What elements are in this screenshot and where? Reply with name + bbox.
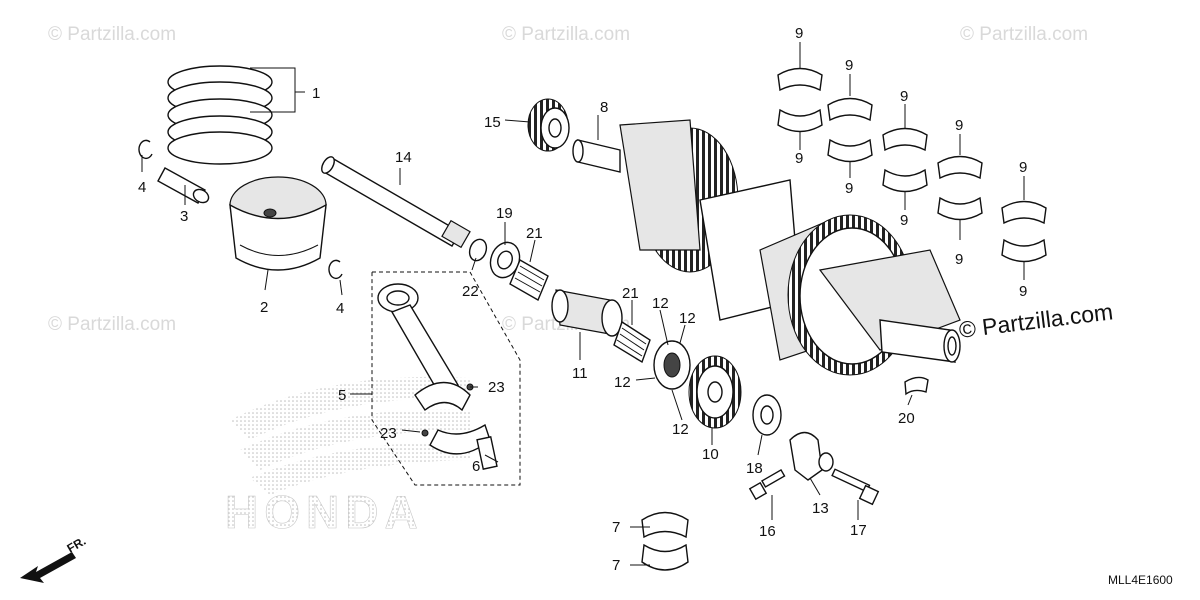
front-direction-label: FR. [65, 534, 89, 556]
conrod-assembly-frame [371, 271, 521, 486]
needle-bearing-upper [509, 258, 549, 302]
callout-10: 10 [702, 446, 719, 463]
callout-9: 9 [845, 57, 853, 74]
callout-2: 2 [260, 299, 268, 316]
main-bearing-shell [827, 97, 873, 163]
piston-rings [167, 65, 273, 165]
woodruff-key [904, 376, 929, 396]
callout-9: 9 [795, 150, 803, 167]
callout-9: 9 [955, 251, 963, 268]
main-bearing-shell [882, 127, 928, 193]
callout-15: 15 [484, 114, 501, 131]
callout-9: 9 [1019, 283, 1027, 300]
callout-13: 13 [812, 500, 829, 517]
honda-wing-logo: HONDA [225, 376, 470, 538]
callout-19: 19 [496, 205, 513, 222]
callout-18: 18 [746, 460, 763, 477]
main-bearing-shell [937, 155, 983, 221]
balancer-collar [551, 289, 623, 337]
callout-11: 11 [572, 365, 588, 382]
front-direction-arrow: FR. [20, 534, 88, 583]
thrust-washer-19 [489, 241, 521, 279]
callout-21: 21 [526, 225, 543, 242]
watermark-text: © Partzilla.com [48, 24, 176, 45]
diagram-code: MLL4E1600 [1108, 573, 1173, 587]
leader-lines [141, 42, 1025, 566]
flange-bolt-16 [748, 468, 786, 501]
callout-20: 20 [898, 410, 915, 427]
callout-9: 9 [900, 212, 908, 229]
main-bearing-shell [777, 67, 823, 133]
callout-12: 12 [614, 374, 631, 391]
callout-22: 22 [462, 283, 479, 300]
piston-pin [157, 167, 210, 204]
main-bearing-shell [1001, 200, 1047, 263]
callout-12: 12 [672, 421, 689, 438]
callout-5: 5 [338, 387, 346, 404]
callout-9: 9 [1019, 159, 1027, 176]
conrod-bearing-dot [421, 429, 429, 437]
piston-pin-clip-upper [138, 139, 153, 160]
flange-bolt-17 [831, 468, 880, 506]
cam-chain-sprocket [527, 98, 570, 152]
honda-logo-text: HONDA [225, 486, 424, 538]
watermark-text: © Partzilla.com [48, 314, 176, 335]
watermark-text: © Partzilla.com [960, 24, 1088, 45]
callout-4: 4 [336, 300, 344, 317]
callout-12: 12 [652, 295, 669, 312]
callout-14: 14 [395, 149, 412, 166]
callout-7: 7 [612, 557, 620, 574]
piston [229, 176, 327, 271]
primary-drive-gear [688, 355, 742, 429]
callout-12: 12 [679, 310, 696, 327]
callout-6: 6 [472, 458, 480, 475]
callout-8: 8 [600, 99, 608, 116]
callout-9: 9 [795, 25, 803, 42]
piston-pin-clip-lower [328, 259, 343, 280]
callout-1: 1 [312, 85, 320, 102]
rod-bearing-shell [641, 511, 689, 539]
thrust-washer-18 [752, 394, 782, 436]
crankshaft [572, 119, 961, 376]
callout-9: 9 [955, 117, 963, 134]
callout-4: 4 [138, 179, 146, 196]
callout-9: 9 [900, 88, 908, 105]
watermark-main-text: © Partzilla.com [957, 298, 1114, 343]
split-bushing [653, 340, 691, 390]
thrust-washer-22 [468, 238, 488, 262]
connecting-rod [377, 283, 498, 470]
crank-position-lever [789, 431, 834, 481]
callout-16: 16 [759, 523, 776, 540]
callout-3: 3 [180, 208, 188, 225]
callout-9: 9 [845, 180, 853, 197]
needle-bearing-lower [613, 320, 651, 364]
watermark-text: © Partzilla.com [502, 24, 630, 45]
rod-bearing-shell [641, 543, 689, 571]
balancer-shaft [321, 156, 471, 249]
callout-23: 23 [488, 379, 505, 396]
callout-17: 17 [850, 522, 867, 539]
callout-7: 7 [612, 519, 620, 536]
callout-21: 21 [622, 285, 639, 302]
callout-23: 23 [380, 425, 397, 442]
